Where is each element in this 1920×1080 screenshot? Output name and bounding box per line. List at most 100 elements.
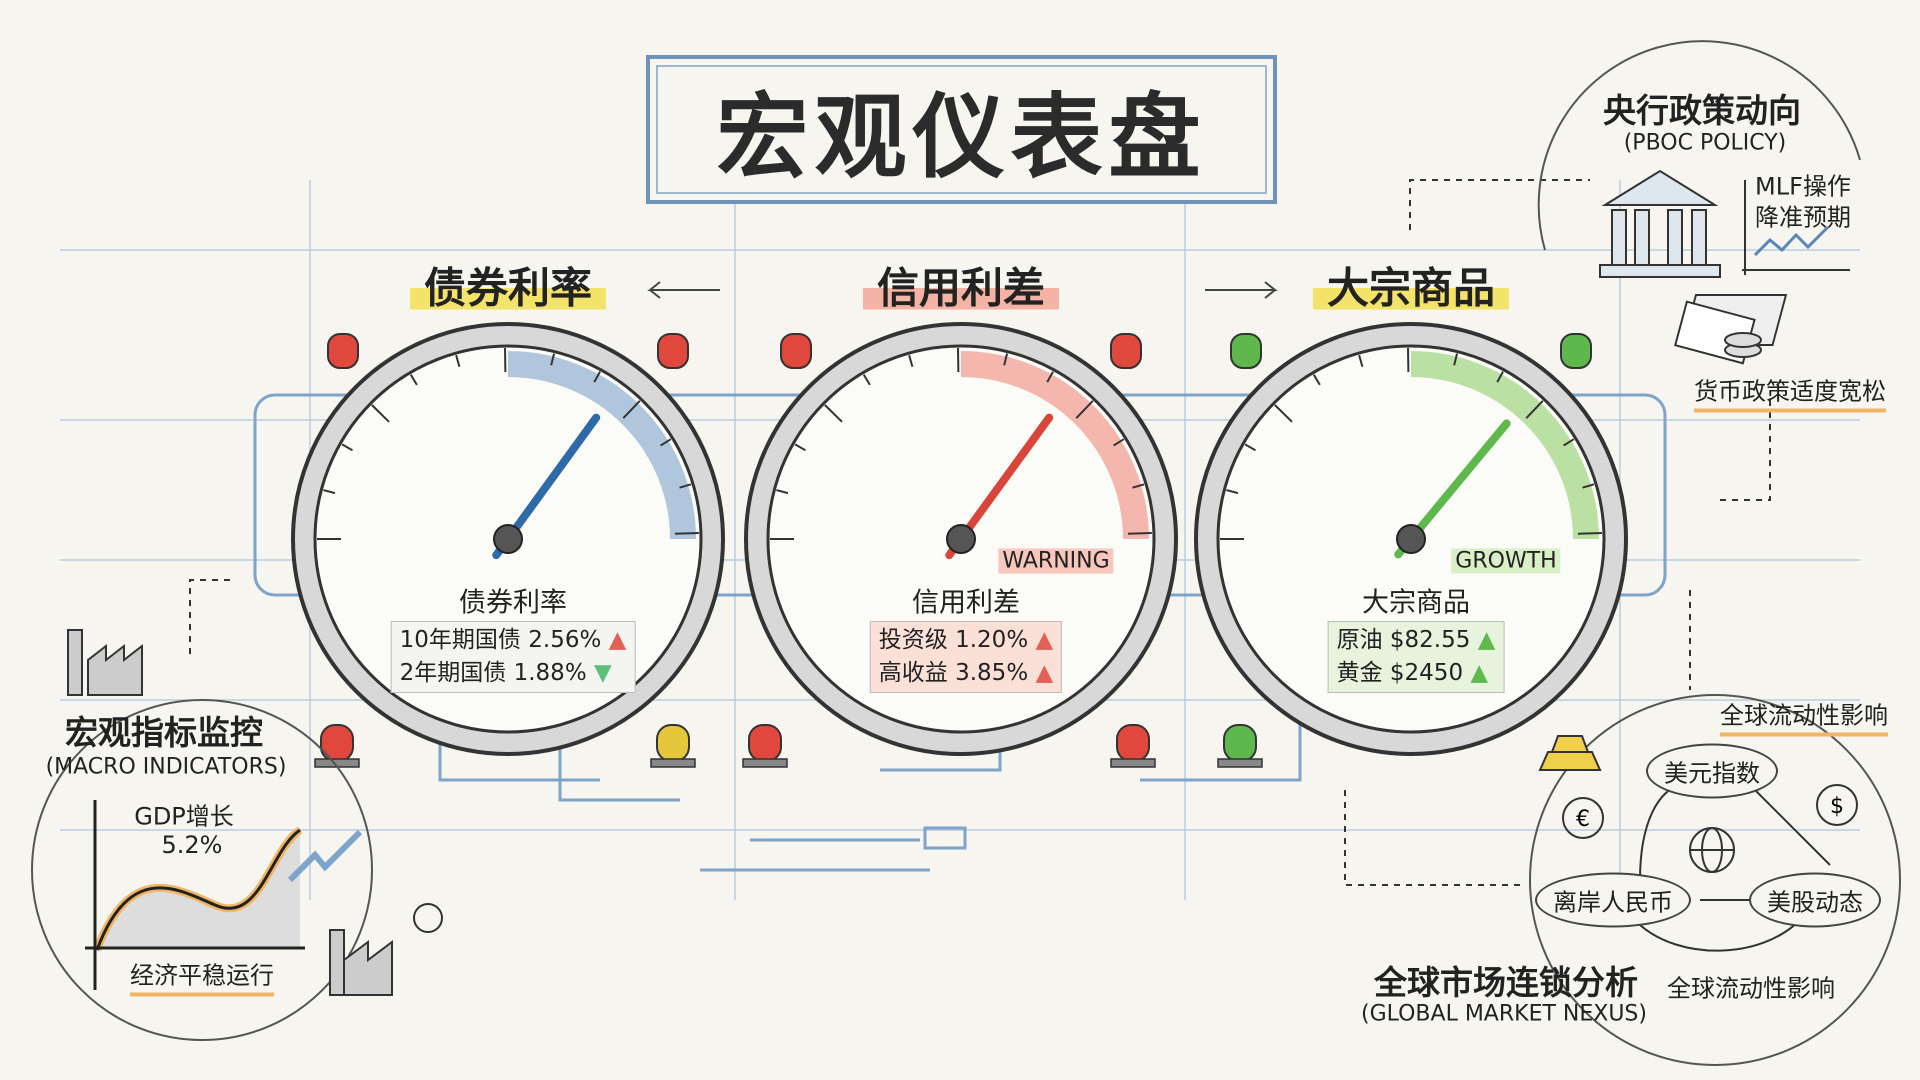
triangle-up-icon: ▲ <box>608 627 627 653</box>
gauge-tick <box>1358 354 1364 367</box>
reading-name: 原油 <box>1336 627 1383 653</box>
gauge-tick <box>1226 489 1239 495</box>
gauge-readings: 原油 $82.55 ▲ 黄金 $2450 ▲ <box>1327 621 1505 693</box>
global-bottom-caption: 全球流动性影响 <box>1667 974 1835 1003</box>
gauge-tick <box>1563 438 1575 447</box>
node-offshore-cny: 离岸人民币 <box>1535 872 1691 928</box>
siren-icon <box>1560 333 1592 369</box>
macro-caption: 经济平稳运行 <box>130 956 274 997</box>
reading-value: 2.56% <box>528 627 602 653</box>
gauge-hub <box>1396 524 1426 554</box>
global-panel-art: € $ <box>1529 694 1901 1066</box>
reading-name: 投资级 <box>878 627 948 653</box>
reading-value: $2450 <box>1389 660 1464 686</box>
gauge-hub <box>493 524 523 554</box>
gauge-tick <box>323 489 336 495</box>
coins-icon <box>1724 332 1762 358</box>
pboc-caption: 货币政策适度宽松 <box>1694 372 1886 413</box>
bank-icon <box>1599 169 1721 278</box>
gauge-tick <box>1244 443 1257 452</box>
euro-icon: € <box>1562 797 1604 839</box>
macro-title: 宏观指标监控 <box>65 713 263 752</box>
factory-icon <box>67 629 143 696</box>
gauge-tick <box>1496 371 1504 383</box>
reading-row: 2年期国债 1.88% ▼ <box>400 657 627 690</box>
pboc-panel-art <box>1537 40 1861 365</box>
reading-value: 1.88% <box>513 660 587 686</box>
gauge-hub <box>946 524 976 554</box>
gauge-tick <box>824 404 843 423</box>
flow-arrows <box>647 281 1278 299</box>
siren-base <box>742 758 788 768</box>
gauge-tick <box>1577 532 1602 535</box>
gauge-tick <box>1132 483 1145 489</box>
gauge-tick <box>679 483 692 489</box>
reading-row: 高收益 3.85% ▲ <box>879 657 1053 690</box>
pboc-mlf: MLF操作 <box>1755 172 1851 201</box>
svg-text:$: $ <box>1830 794 1844 819</box>
node-usd-index: 美元指数 <box>1646 743 1778 799</box>
gauge-tick <box>862 374 871 386</box>
factory-icon <box>329 903 443 996</box>
gauge-tick <box>674 532 699 535</box>
reading-row: 投资级 1.20% ▲ <box>879 624 1053 657</box>
global-subtitle: (GLOBAL MARKET NEXUS) <box>1361 1001 1647 1027</box>
connector-arrows <box>189 179 1771 886</box>
siren-icon <box>1116 724 1150 762</box>
gdp-label: GDP增长 <box>134 802 234 831</box>
triangle-up-icon: ▲ <box>1477 627 1496 653</box>
triangle-up-icon: ▲ <box>1035 627 1054 653</box>
reading-value: $82.55 <box>1389 627 1471 653</box>
title-text: 宏观仪表盘 <box>716 84 1207 191</box>
pboc-rrr: 降准预期 <box>1755 203 1851 232</box>
gauge-tick <box>341 443 354 452</box>
svg-text:€: € <box>1576 807 1590 832</box>
siren-base <box>650 758 696 768</box>
node-us-stocks: 美股动态 <box>1749 872 1881 928</box>
siren-icon <box>327 333 359 369</box>
gauge-tick <box>1525 400 1544 419</box>
zone-label: WARNING <box>998 548 1114 574</box>
siren-icon <box>657 333 689 369</box>
siren-base <box>1217 758 1263 768</box>
triangle-down-icon: ▼ <box>594 660 612 686</box>
gauge-tick <box>455 354 461 367</box>
reading-name: 黄金 <box>1336 660 1383 686</box>
gauge-tick <box>1075 400 1094 419</box>
gauge-tick <box>593 371 601 383</box>
siren-icon <box>1110 333 1142 369</box>
page-title: 宏观仪表盘 <box>646 55 1277 204</box>
gauge-heading: 信用利差 <box>862 254 1060 316</box>
gauge-tick <box>1046 371 1054 383</box>
macro-panel-art <box>31 629 443 1041</box>
gdp-value: 5.2% <box>161 831 223 859</box>
gauge-zone-arc <box>507 351 696 540</box>
reading-value: 3.85% <box>955 660 1029 686</box>
siren-icon <box>656 724 690 762</box>
global-top-caption: 全球流动性影响 <box>1720 696 1888 737</box>
gauge-readings: 投资级 1.20% ▲高收益 3.85% ▲ <box>869 621 1063 693</box>
gauge-tick <box>1127 532 1152 535</box>
gauge-tick <box>776 489 789 495</box>
gauge-tick <box>1453 353 1459 366</box>
trend-up-icon <box>287 829 363 883</box>
triangle-up-icon: ▲ <box>1470 660 1489 686</box>
gauge-tick <box>908 354 914 367</box>
globe-icon <box>1689 827 1735 873</box>
gauge-label: 债券利率 <box>459 587 567 619</box>
gauge-tick <box>1312 374 1321 386</box>
gauge-tick <box>371 404 390 423</box>
siren-icon <box>748 724 782 762</box>
reading-name: 2年期国债 <box>399 660 507 686</box>
gauge-zone-arc <box>1410 351 1599 540</box>
siren-base <box>1110 758 1156 768</box>
reading-row: 原油 $82.55 ▲ <box>1337 624 1496 657</box>
gauge-zone-arc <box>960 351 1149 540</box>
gauge-readings: 10年期国债 2.56% ▲2年期国债 1.88% ▼ <box>390 621 636 693</box>
gauge-label: 大宗商品 <box>1362 587 1470 619</box>
global-title: 全球市场连锁分析 <box>1374 963 1638 1002</box>
reading-value: 1.20% <box>955 627 1029 653</box>
gauge-credit <box>744 322 1178 756</box>
gauge-tick <box>660 438 672 447</box>
gauge-tick <box>1003 353 1009 366</box>
